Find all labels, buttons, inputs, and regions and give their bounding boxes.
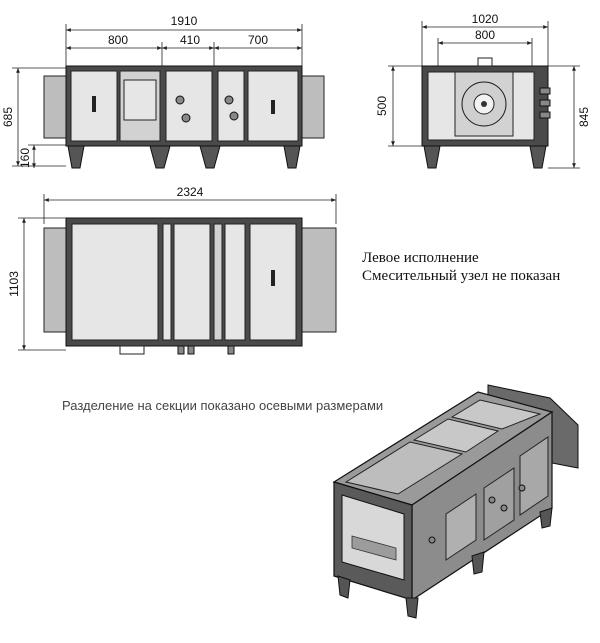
dim-top-depth: 1103	[7, 271, 21, 297]
dim-front-section-1: 800	[108, 33, 128, 47]
inlet-duct	[43, 227, 69, 333]
dim-front-leg-height: 160	[18, 148, 32, 168]
front-panel	[483, 467, 515, 541]
dim-front-height: 685	[1, 107, 15, 127]
unit-leg	[529, 145, 547, 169]
top-panel	[344, 441, 464, 495]
control-box	[445, 493, 477, 561]
inlet-duct	[43, 75, 67, 139]
door-handle	[92, 96, 96, 112]
panel	[173, 223, 211, 341]
unit-leg	[423, 145, 441, 169]
side-view: 1020 800 500 845	[375, 12, 591, 169]
bottom-fitting	[119, 345, 145, 355]
door-handle	[271, 100, 275, 114]
dim-side-total-width: 1020	[472, 12, 499, 26]
note-line-1: Левое исполнение	[362, 250, 479, 266]
top-panel	[450, 399, 542, 430]
panel-window	[123, 79, 157, 121]
dim-side-body-height: 500	[375, 96, 389, 116]
fan-axis	[481, 101, 487, 107]
lifting-handle	[477, 57, 493, 67]
dim-front-section-2: 410	[180, 33, 200, 47]
pipe-connector	[187, 345, 195, 355]
internal-rail	[351, 535, 397, 561]
pipe-connector	[227, 345, 235, 355]
unit-leg	[539, 507, 553, 529]
pipe-connector	[224, 95, 234, 105]
dim-top-total-length: 2324	[177, 185, 204, 199]
note-line-2: Смесительный узел не показан	[362, 268, 560, 284]
outlet-duct	[299, 227, 337, 333]
pipe-connector	[181, 113, 191, 123]
air-opening	[341, 494, 405, 581]
pipe-connector	[539, 99, 551, 107]
unit-leg	[405, 597, 419, 619]
top-view: 2324 1103	[7, 185, 337, 355]
panel	[224, 223, 246, 341]
dim-side-inner-width: 800	[475, 28, 495, 42]
pipe-connector	[500, 504, 508, 512]
panel	[162, 223, 172, 341]
unit-leg	[149, 145, 171, 169]
dim-front-total-width: 1910	[171, 14, 198, 28]
pipe-connector	[539, 87, 551, 95]
pipe-connector	[539, 111, 551, 119]
panel	[165, 70, 213, 142]
dim-side-total-height: 845	[577, 107, 591, 127]
unit-leg	[283, 145, 301, 169]
unit-leg	[471, 551, 485, 575]
outlet-duct	[301, 75, 325, 139]
panel	[217, 70, 245, 142]
pipe-connector	[428, 536, 436, 544]
pipe-connector	[229, 111, 239, 121]
pipe-connector	[518, 484, 526, 492]
front-panel	[519, 436, 549, 516]
isometric-view	[332, 384, 579, 619]
front-view: 1910 800 410 700 685 160	[1, 14, 325, 169]
pipe-connector	[488, 496, 496, 504]
unit-leg	[199, 145, 221, 169]
door-handle	[271, 270, 275, 286]
panel	[71, 223, 159, 341]
pipe-connector	[175, 95, 185, 105]
unit-leg	[337, 575, 351, 599]
panel	[213, 223, 223, 341]
pipe-connector	[177, 345, 185, 355]
caption: Разделение на секции показано осевыми ра…	[62, 398, 383, 413]
dim-front-section-3: 700	[248, 33, 268, 47]
top-panel	[412, 418, 500, 453]
unit-leg	[67, 145, 85, 169]
